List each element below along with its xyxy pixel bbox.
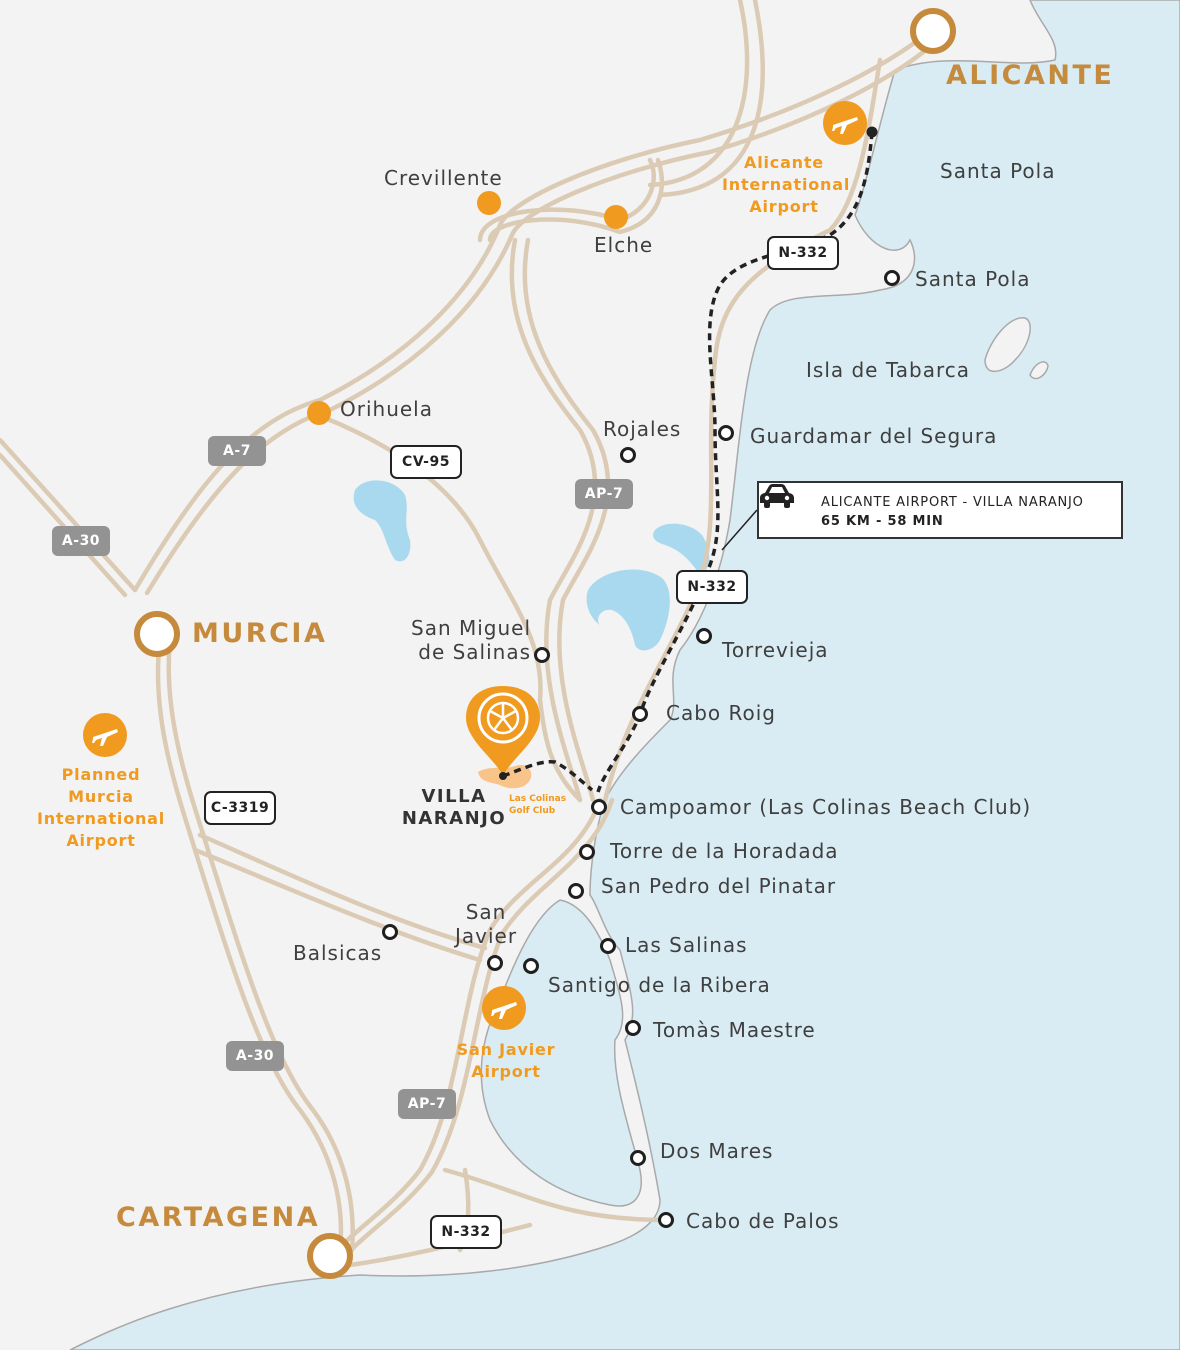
lake-orihuela [353,480,411,562]
city-label-alicante: ALICANTE [946,60,1115,91]
route-info-detail: 65 KM - 58 MIN [821,514,944,529]
road-shield-cv95: CV-95 [390,445,462,479]
isla-de-tabarca-small [1029,361,1049,380]
orihuela-marker [307,401,331,425]
villa-naranjo-pin-icon [466,686,540,780]
murcia-marker [134,611,180,657]
town-markers [382,270,900,1228]
road-shield-ap7-north: AP-7 [575,479,633,509]
town-label-san-miguel: San Miguel de Salinas [411,616,532,664]
road-shield-c3319: C-3319 [204,791,276,825]
san-pedro-marker [568,883,584,899]
sea [69,0,1180,1350]
town-label-las-salinas: Las Salinas [625,933,748,957]
town-label-santiago-ribera: Santigo de la Ribera [548,973,771,997]
town-label-santa-pola-sea: Santa Pola [940,159,1056,183]
city-label-murcia: MURCIA [192,618,328,649]
road-shield-a7: A-7 [208,436,266,466]
dos-mares-marker [630,1150,646,1166]
town-label-campoamor: Campoamor (Las Colinas Beach Club) [620,795,1032,819]
road-shield-n332-mid: N-332 [676,570,748,604]
road-shield-n332-north: N-332 [767,236,839,270]
road-shield-ap7-south: AP-7 [398,1089,456,1119]
balsicas-marker [382,924,398,940]
airport-label-murcia: Planned Murcia International Airport [36,765,166,850]
town-label-dos-mares: Dos Mares [660,1139,774,1163]
town-label-cabo-roig: Cabo Roig [666,701,776,725]
rojales-marker [620,447,636,463]
cabo-roig-marker [632,706,648,722]
isla-de-tabarca [984,317,1031,372]
lake-la-mata [653,523,710,575]
roads [0,0,935,1268]
road-shield-a30-north: A-30 [52,526,110,556]
town-label-cabo-palos: Cabo de Palos [686,1209,840,1233]
route-line-villa [502,760,594,792]
route-line [596,131,874,793]
torrevieja-marker [696,628,712,644]
route-info-box: ALICANTE AIRPORT - VILLA NARANJO 65 KM -… [757,481,1123,539]
lake-torrevieja [586,569,670,651]
murcia-airport-icon [83,713,127,757]
route-info-title: ALICANTE AIRPORT - VILLA NARANJO [821,495,1084,510]
road-shield-n332-south: N-332 [430,1215,502,1249]
golf-club-label: Las Colinas Golf Club [509,794,567,816]
torre-horadada-marker [579,844,595,860]
route-start-dot [866,126,878,138]
santa-pola-marker [884,270,900,286]
city-label-cartagena: CARTAGENA [116,1202,321,1233]
town-label-torre-horadada: Torre de la Horadada [610,839,839,863]
santiago-ribera-marker [523,958,539,974]
town-label-rojales: Rojales [603,417,682,441]
san-javier-airport-icon [482,986,526,1030]
cartagena-marker [307,1233,353,1279]
elche-marker [604,205,628,229]
town-label-orihuela: Orihuela [340,397,433,421]
town-label-isla-tabarca: Isla de Tabarca [806,358,970,382]
las-salinas-marker [600,938,616,954]
campoamor-marker [591,799,607,815]
guardamar-marker [718,425,734,441]
cabo-palos-marker [658,1212,674,1228]
airport-label-san-javier: San Javier Airport [456,1040,556,1081]
crevillente-marker [477,191,501,215]
town-label-elche: Elche [594,233,654,257]
road-shield-a30-south: A-30 [226,1041,284,1071]
town-label-balsicas: Balsicas [293,941,383,965]
town-label-crevillente: Crevillente [384,166,503,190]
san-miguel-marker [534,647,550,663]
town-label-guardamar: Guardamar del Segura [750,424,998,448]
alicante-marker [910,8,956,54]
info-pointer [721,509,758,551]
town-label-tomas-maestre: Tomàs Maestre [653,1018,816,1042]
town-label-san-javier: San Javier [455,900,518,948]
alicante-airport-icon [823,101,867,145]
town-label-santa-pola: Santa Pola [915,267,1031,291]
car-icon [760,484,794,508]
san-javier-marker [487,955,503,971]
town-label-torrevieja: Torrevieja [722,638,829,662]
airport-label-alicante: Alicante International Airport [722,153,851,216]
villa-naranjo-label: VILLA NARANJO [401,786,507,829]
town-label-san-pedro: San Pedro del Pinatar [601,874,837,898]
tomas-maestre-marker [625,1020,641,1036]
